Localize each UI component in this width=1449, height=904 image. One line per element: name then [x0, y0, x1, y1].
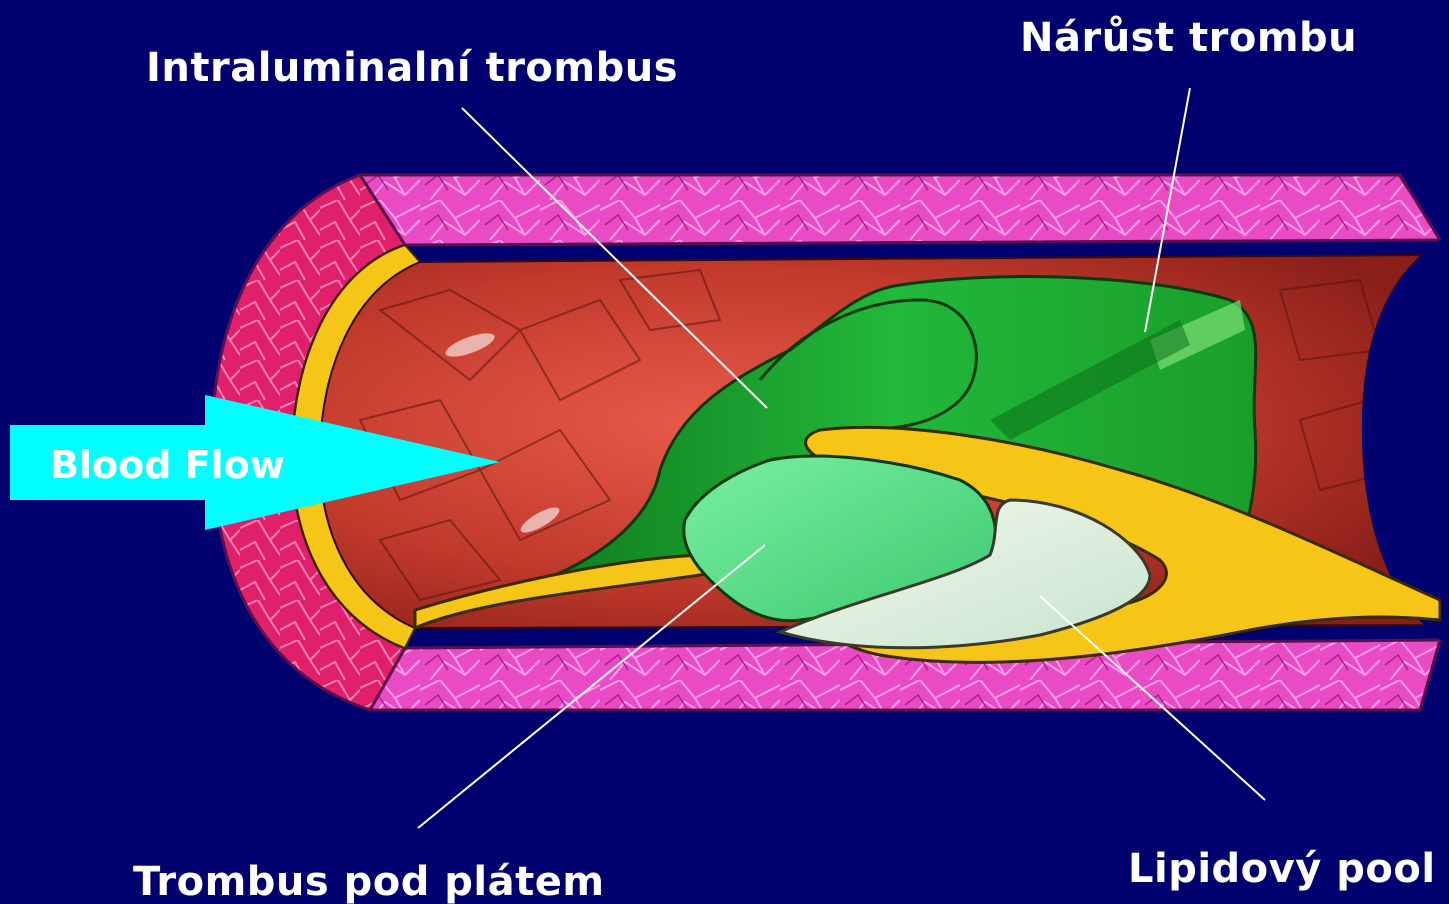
- blood-flow-label: Blood Flow: [50, 446, 285, 484]
- label-lipid-pool: Lipidový pool: [1128, 849, 1436, 889]
- vessel-wall-top: [360, 175, 1440, 245]
- label-thrombus-growth: Nárůst trombu: [1020, 18, 1357, 58]
- label-thrombus-under-plaque: Trombus pod plátem: [133, 862, 605, 902]
- label-intraluminal-thrombus: Intraluminalní trombus: [146, 48, 678, 88]
